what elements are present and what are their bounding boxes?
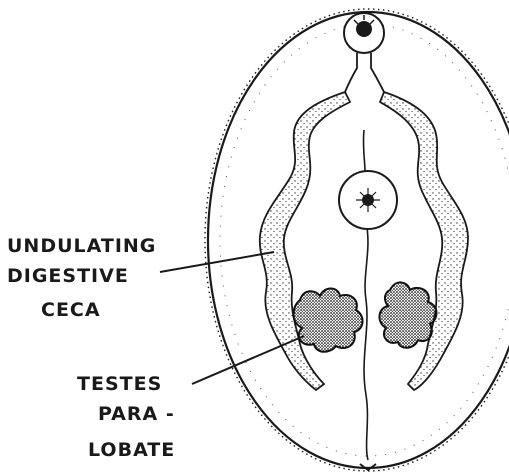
testes-label-line2: PARA -	[98, 403, 175, 425]
ceca-label-line2: DIGESTIVE	[7, 265, 129, 287]
right-testis	[379, 282, 436, 347]
oral-sucker	[344, 13, 384, 53]
testes-label-line3: LOBATE	[88, 439, 175, 461]
ceca-label-line3: CECA	[41, 299, 101, 321]
ventral-sucker	[339, 171, 397, 229]
left-testis	[294, 289, 363, 352]
ceca-label-line1: UNDULATING	[7, 235, 156, 257]
testes-label-line1: TESTES	[77, 373, 162, 395]
